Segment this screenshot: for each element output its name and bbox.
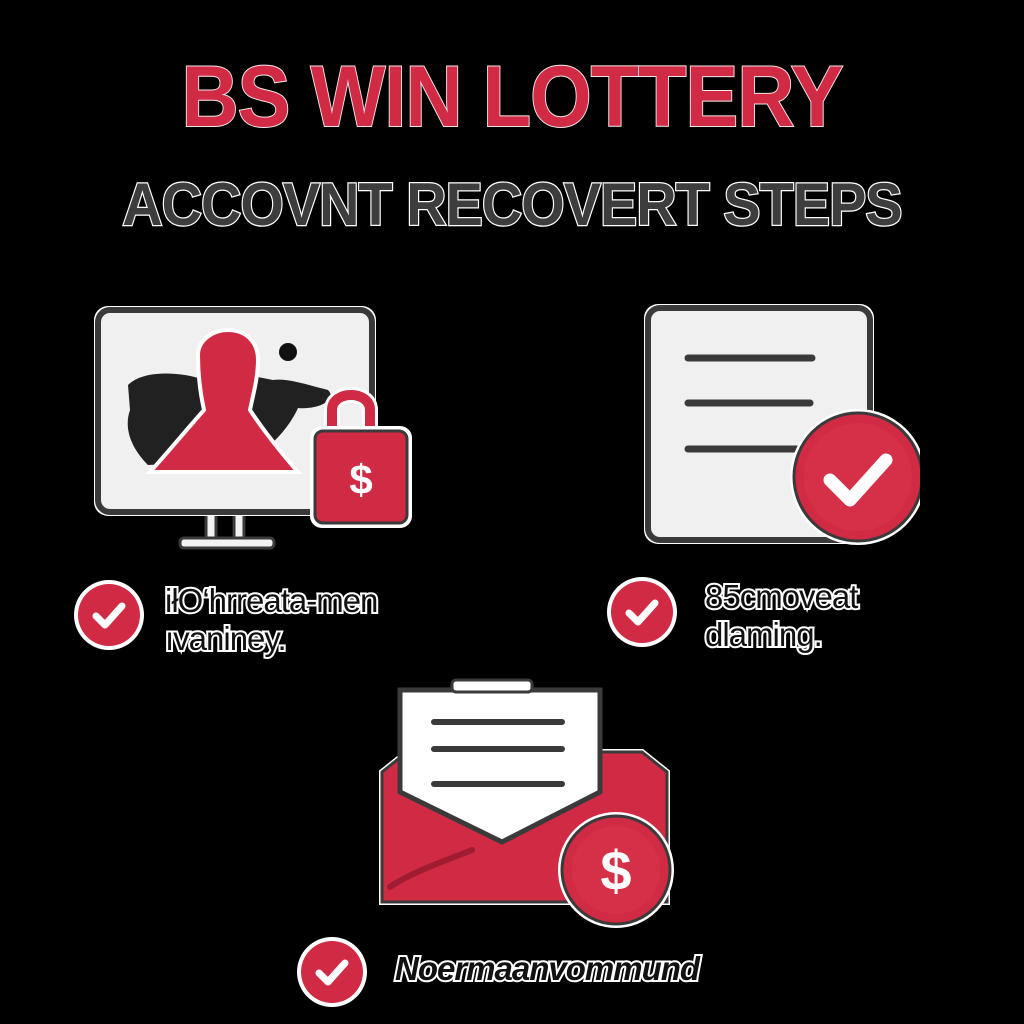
step-1-text: iłO‘hrreata-men ıvaniney. [163,580,380,659]
step-2-line-1: 85cmoveat [703,576,860,617]
page-title: BS WIN LOTTERY [181,49,845,145]
document-check-icon [640,300,926,555]
lock-dollar-symbol: $ [349,456,372,503]
step-3-line-1: Noermaanvommund [393,948,702,989]
coin-dollar-symbol: $ [600,839,631,902]
step-1-line-2: ıvaniney. [163,618,289,659]
envelope-dollar-icon: $ [372,672,682,930]
step-2-line-2: dlaming. [703,614,825,655]
step-2-text: 85cmoveat dlaming. [703,576,860,655]
page-subtitle: ACCOVNT RECOVERT STEPS [121,170,904,240]
check-circle-icon [605,575,679,649]
check-circle-icon [295,935,369,1009]
step-1-line-1: iłO‘hrreata-men [163,580,380,621]
check-circle-icon [72,578,146,652]
step-3-text: Noermaanvommund [393,948,702,989]
monitor-user-lock-icon: $ [88,300,418,555]
